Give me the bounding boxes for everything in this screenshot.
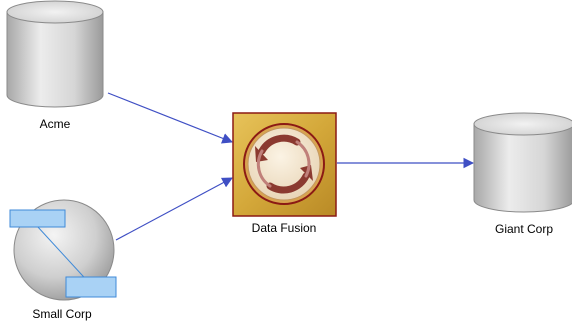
connector-acme-to-data-fusion[interactable] [107,92,234,144]
database-cylinder-icon[interactable] [6,0,104,108]
data-fusion-label: Data Fusion [251,221,317,235]
database-cylinder-icon[interactable] [473,112,572,213]
server-with-modules-icon[interactable] [9,199,117,301]
giant-corp-label: Giant Corp [494,222,554,236]
connector-small-corp-to-data-fusion[interactable] [115,177,233,241]
transform-cycle-icon[interactable] [232,112,337,217]
acme-label: Acme [39,117,71,131]
small-corp-label: Small Corp [32,307,92,321]
